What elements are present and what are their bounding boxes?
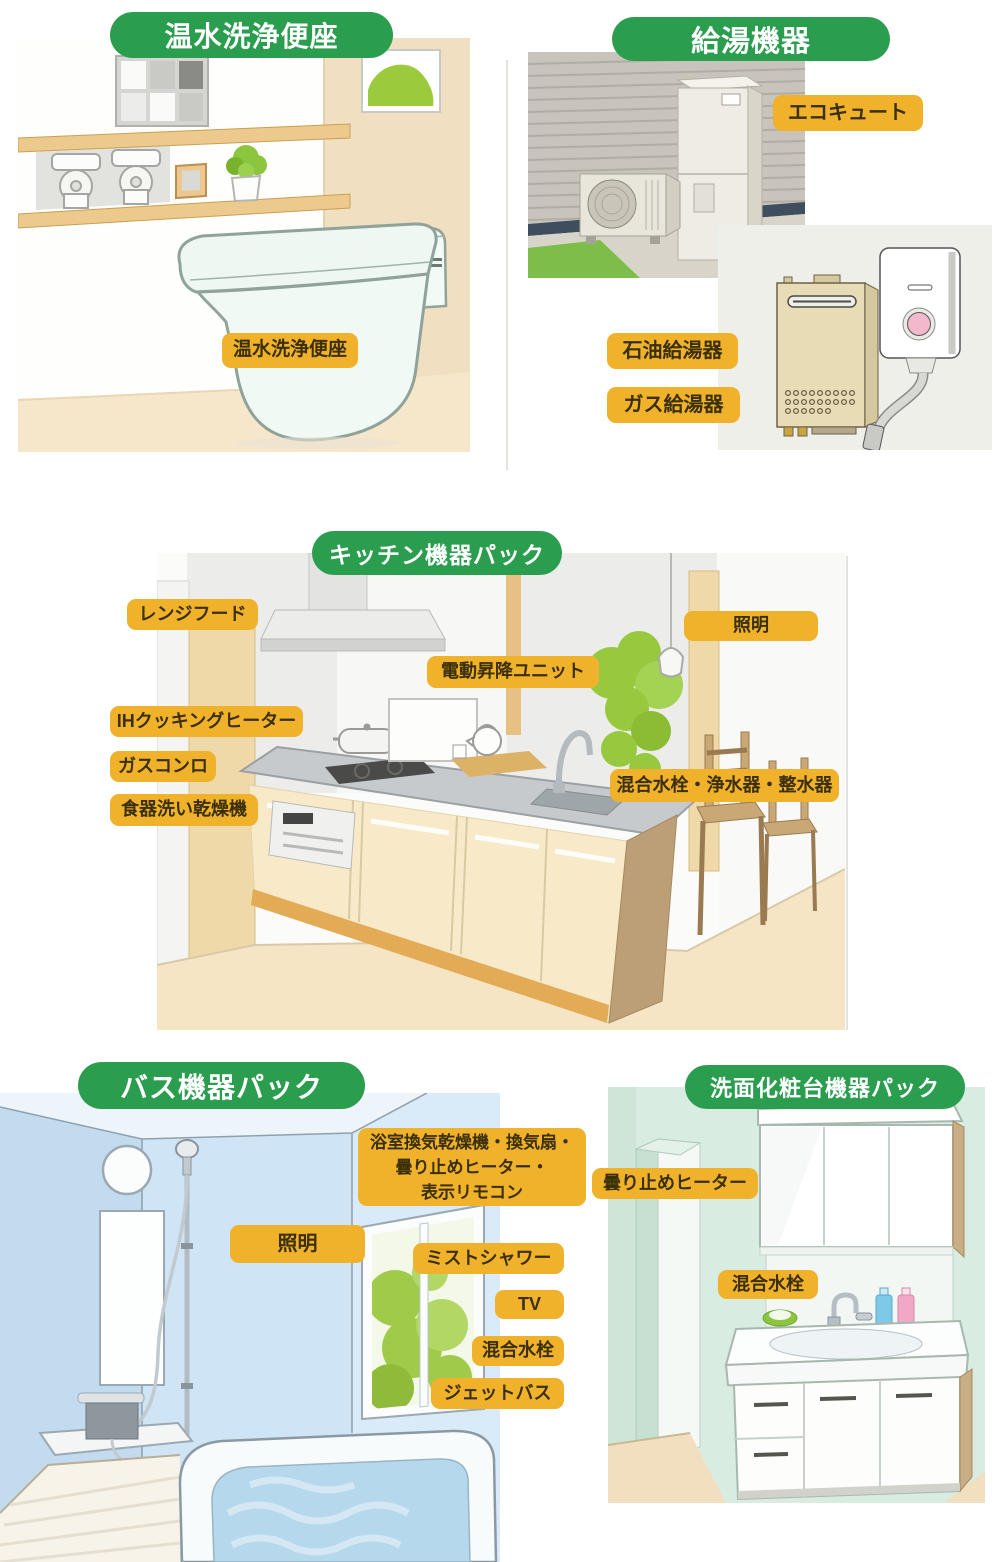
section-title-water-heater: 給湯機器 <box>612 17 890 61</box>
label-gas-heater: ガス給湯器 <box>607 387 740 423</box>
label-kitchen-lighting: 照明 <box>684 611 818 641</box>
small-water-heater <box>862 247 961 450</box>
label-bath-vent-dryer-line1: 浴室換気乾燥機・換気扇・ <box>370 1132 574 1152</box>
label-mist-shower: ミストシャワー <box>413 1243 564 1274</box>
section-title-bath: バス機器パック <box>78 1062 365 1109</box>
label-range-hood: レンジフード <box>127 599 258 630</box>
ecocute-photo <box>528 52 805 278</box>
label-bath-vent-dryer-line2: 曇り止めヒーター・ <box>395 1157 549 1177</box>
bath-counter <box>38 1392 194 1467</box>
bottles <box>875 1287 915 1330</box>
mirror-cabinet <box>757 1101 965 1259</box>
label-jet-bath: ジェットバス <box>431 1378 564 1409</box>
small-plant <box>226 145 267 203</box>
window <box>115 55 209 127</box>
kettle <box>451 724 547 777</box>
gas-oil-heater-illustration <box>718 225 992 450</box>
section-title-toilet: 温水洗浄便座 <box>110 12 393 58</box>
label-electric-lift: 電動昇降ユニット <box>427 656 599 688</box>
label-antifog-heater: 曇り止めヒーター <box>592 1168 758 1199</box>
vanity-faucet <box>827 1292 873 1327</box>
gas-water-heater <box>776 274 879 437</box>
outdoor-unit <box>579 173 681 244</box>
toilet <box>177 222 448 449</box>
label-bath-faucet: 混合水栓 <box>472 1336 564 1366</box>
label-gas-stove: ガスコンロ <box>110 751 216 782</box>
bath-floor <box>0 1454 181 1562</box>
label-bath-tv: TV <box>495 1290 564 1319</box>
label-bath-lighting: 照明 <box>230 1225 365 1263</box>
kitchen-faucet <box>553 730 593 793</box>
vanity-cabinet <box>732 1368 973 1501</box>
label-vanity-faucet: 混合水栓 <box>718 1270 818 1299</box>
label-ecocute: エコキュート <box>773 95 923 131</box>
wall-column <box>634 1138 702 1470</box>
bath-mirror <box>99 1210 165 1386</box>
shower <box>130 1139 199 1435</box>
label-faucet-purifier: 混合水栓・浄水器・整水器 <box>610 769 839 802</box>
label-oil-heater: 石油給湯器 <box>607 333 738 369</box>
kitchen-section-edge <box>846 556 848 1030</box>
label-ih-heater: IHクッキングヒーター <box>110 706 303 737</box>
label-toilet-seat: 温水洗浄便座 <box>222 333 358 368</box>
bathtub <box>178 1429 498 1562</box>
label-bath-vent-dryer: 浴室換気乾燥機・換気扇・ 曇り止めヒーター・ 表示リモコン <box>358 1128 586 1206</box>
label-dishwasher: 食器洗い乾燥機 <box>110 794 258 826</box>
soap-dish <box>762 1309 798 1327</box>
toilet-illustration <box>18 38 470 452</box>
pendant-light <box>657 553 685 678</box>
section-title-kitchen: キッチン機器パック <box>312 531 562 575</box>
top-section-divider <box>506 60 508 470</box>
section-title-vanity: 洗面化粧台機器パック <box>685 1065 965 1109</box>
label-bath-vent-dryer-line3: 表示リモコン <box>421 1182 523 1202</box>
round-light <box>101 1144 153 1196</box>
